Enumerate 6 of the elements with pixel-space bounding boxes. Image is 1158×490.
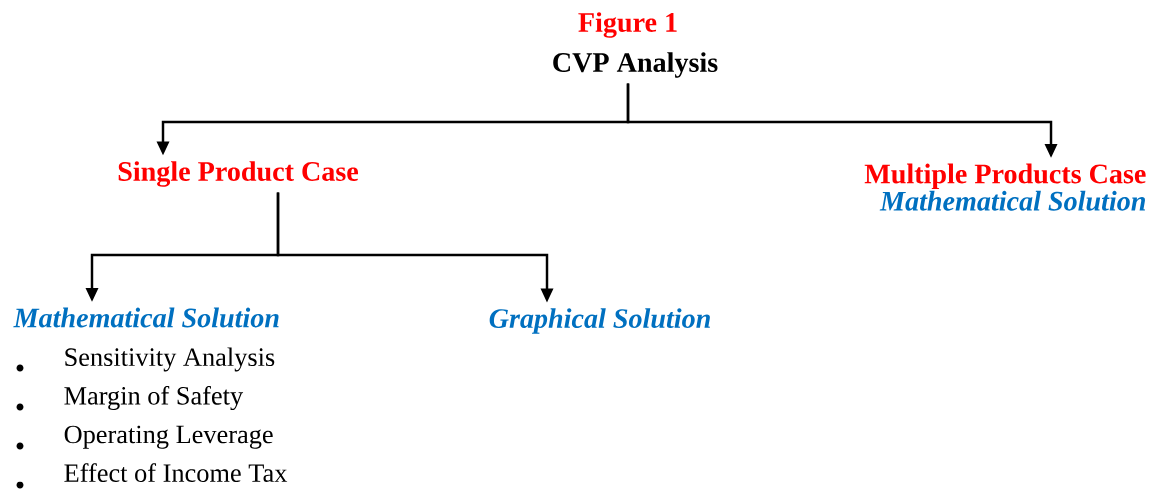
solution-list: Mathematical Solution Sensitivity Analysis Margin of Safety Operating Leverage Effect of Income Tax <box>13 307 288 482</box>
category-label: Graphical Solution <box>489 308 710 334</box>
category-label: Single Product Case <box>118 161 358 187</box>
figure-title: Figure 1 <box>578 12 677 38</box>
category-label: Multiple Products Case Mathematical Solution <box>864 163 1146 211</box>
root-label: CVP Analysis <box>553 52 718 78</box>
